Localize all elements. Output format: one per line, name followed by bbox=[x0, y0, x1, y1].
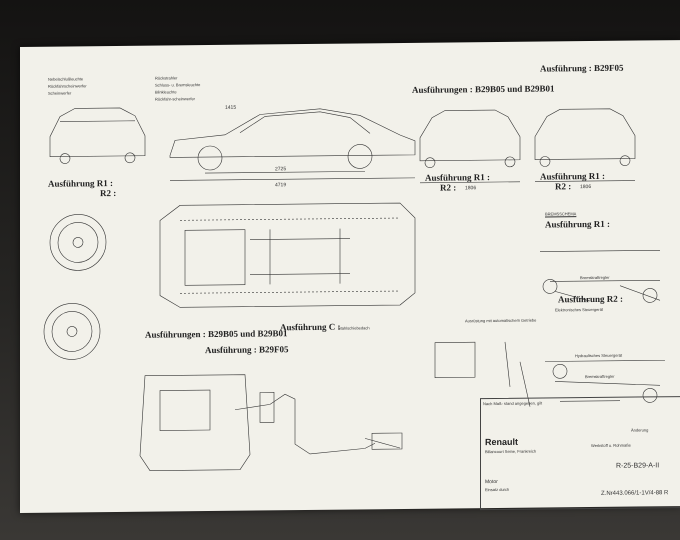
tb-drawing-no: R-25-B29-A-II bbox=[616, 462, 660, 470]
brake-title: BREMSSCHEMA bbox=[545, 211, 577, 217]
title-block: Nach Maß- stand angegeben, gilt Renault … bbox=[480, 396, 680, 511]
car-side-view bbox=[169, 108, 416, 158]
brake-schema-r2 bbox=[545, 359, 665, 402]
gear-note: Ausrüstung mit automatischem Getriebe bbox=[465, 317, 537, 324]
brake-schema-r1 bbox=[540, 249, 661, 302]
tb-note: Nach Maß- stand angegeben, gilt bbox=[483, 400, 543, 407]
label-center-1: Rückstrahler bbox=[155, 75, 178, 81]
rear-r1: Ausführung R1 : bbox=[425, 172, 491, 183]
tb-change: Änderung bbox=[631, 427, 649, 433]
blueprint-drawing bbox=[43, 107, 665, 471]
gear-shifter bbox=[434, 341, 476, 378]
engine-bay bbox=[139, 374, 251, 471]
brake-label-1: Bremskraftregler bbox=[580, 274, 610, 281]
exhaust-system bbox=[234, 393, 401, 455]
variants-top: Ausführungen : B29B05 und B29B01 bbox=[412, 83, 555, 95]
brake-label-2: Elektronisches Steuergerät bbox=[555, 306, 604, 313]
brake-r2: Ausführung R2 : bbox=[558, 293, 624, 305]
dim-wheelbase: 2725 bbox=[275, 166, 287, 173]
front-variant-r2: R2 : bbox=[100, 187, 117, 199]
rear-r1-2: Ausführung R1 : bbox=[540, 170, 606, 182]
tb-werkstoff: Werkstoff u. Rohmaße bbox=[591, 442, 631, 449]
tb-motor: Motor bbox=[485, 478, 498, 486]
label-center-4: Rückfahr-scheinwerfer bbox=[155, 96, 196, 102]
dim-length: 4719 bbox=[275, 182, 287, 189]
label-left-2: Rückfahrscheinwerfer bbox=[48, 83, 87, 89]
dim-rear-width: 1806 bbox=[580, 184, 592, 191]
tb-company: Billancourt Seine, Frankreich bbox=[485, 448, 537, 455]
label-center-3: Blinkleuchte bbox=[155, 89, 177, 95]
tb-brand: Renault bbox=[485, 436, 519, 448]
title-right: Ausführung : B29F05 bbox=[540, 62, 624, 74]
label-center-2: Schluss- u. Bremsleuchte bbox=[155, 82, 201, 88]
tb-number: Z.Nr443.066/1-1V/4-88 R bbox=[601, 490, 669, 497]
tb-motor-sub: Einsatz durch bbox=[485, 486, 510, 493]
wheel-rim-2 bbox=[43, 303, 101, 360]
label-left-1: Nebelschlußleuchte bbox=[48, 76, 84, 82]
car-front-view-2 bbox=[534, 108, 636, 160]
wheel-rim-1 bbox=[49, 214, 107, 271]
brake-label-4: Bremskraftregler bbox=[585, 373, 615, 380]
car-rear-view bbox=[49, 107, 146, 157]
brake-label-3: Hydraulisches Steuergerät bbox=[575, 352, 623, 359]
front-variant-r1: Ausführung R1 : bbox=[48, 178, 114, 189]
variants-bottom: Ausführungen : B29B05 und B29B01 bbox=[145, 328, 288, 340]
variant-c: Ausführung C : bbox=[280, 321, 341, 333]
variant-c-note: Stahlschiebedach bbox=[338, 325, 370, 331]
rear-r2-2: R2 : bbox=[555, 181, 572, 192]
brake-r1: Ausführung R1 : bbox=[545, 218, 611, 230]
rear-r2: R2 : bbox=[440, 182, 457, 193]
blueprint-sheet: Nebelschlußleuchte Rückfahrscheinwerfer … bbox=[20, 40, 680, 513]
chassis-top-view bbox=[159, 202, 416, 308]
variant-bottom-2: Ausführung : B29F05 bbox=[205, 344, 289, 356]
car-front-view-1 bbox=[419, 109, 521, 162]
dim-front-width: 1806 bbox=[465, 185, 477, 192]
dim-height: 1415 bbox=[225, 104, 237, 111]
label-left-3: Scheinwerfer bbox=[48, 90, 72, 96]
